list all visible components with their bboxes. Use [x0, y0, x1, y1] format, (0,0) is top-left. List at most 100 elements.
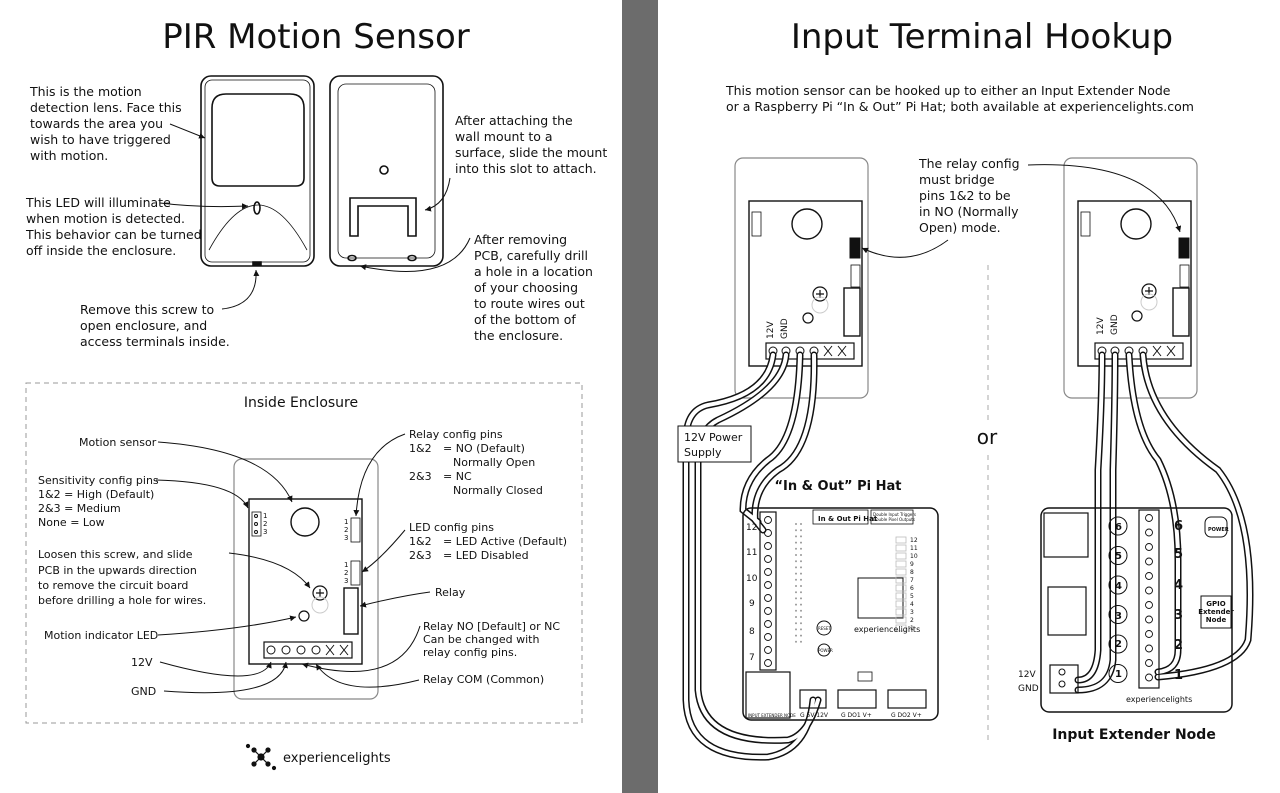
terminal-screw — [1145, 572, 1153, 580]
svg-text:the enclosure.: the enclosure. — [474, 328, 563, 343]
svg-text:1&2 = High (Default): 1&2 = High (Default) — [38, 488, 154, 501]
svg-text:This is the motion: This is the motion — [29, 84, 142, 99]
gpio-pin — [800, 529, 802, 532]
gpio-pin — [795, 628, 797, 631]
gpio-pin — [800, 578, 802, 581]
terminal-screw — [1145, 644, 1153, 653]
svg-text:5: 5 — [910, 593, 914, 600]
svg-text:to route wires out: to route wires out — [474, 296, 585, 311]
svg-text:4: 4 — [1174, 578, 1183, 593]
relay-label: Relay — [435, 586, 466, 599]
input-pad — [1108, 664, 1128, 683]
relay-com-label: Relay COM (Common) — [423, 673, 544, 686]
svg-text:2: 2 — [1174, 638, 1183, 653]
extender-left-pads — [1108, 516, 1128, 683]
svg-text:8: 8 — [910, 569, 914, 576]
relay-config-callout: Relay config pins 1&2 = NO (Default) Nor… — [409, 428, 543, 497]
svg-text:3: 3 — [910, 609, 914, 616]
svg-text:12V Power: 12V Power — [684, 431, 743, 444]
svg-text:Sensitivity config pins: Sensitivity config pins — [38, 474, 159, 487]
gpio-pin — [800, 566, 802, 569]
svg-text:LED config pins: LED config pins — [409, 521, 494, 534]
svg-text:detection lens. Face this: detection lens. Face this — [30, 100, 182, 115]
svg-text:2: 2 — [263, 520, 267, 528]
svg-text:2: 2 — [344, 526, 348, 534]
pihat-brand: experiencelights — [854, 625, 920, 634]
terminal-screw — [1145, 514, 1153, 522]
pihat-reset: RESET — [818, 626, 831, 631]
terminal-screw — [1145, 615, 1153, 624]
extender-board — [1040, 507, 1233, 713]
mount-callout: After attaching the wall mount to a surf… — [455, 113, 607, 176]
svg-text:5: 5 — [1174, 547, 1183, 562]
svg-text:6: 6 — [910, 585, 914, 592]
extender-left-numbers: 6 5 4 3 2 1 — [1115, 522, 1122, 680]
terminal-screw — [1145, 630, 1153, 638]
pixel-led — [895, 560, 907, 568]
gpio-pin — [800, 640, 802, 643]
svg-text:3: 3 — [263, 528, 267, 536]
svg-text:12V: 12V — [1096, 317, 1106, 335]
pihat-bottom-left: INPUT EXTENDER NODE — [748, 713, 796, 718]
inside-heading: Inside Enclosure — [244, 395, 358, 411]
pixel-led — [895, 616, 907, 624]
svg-text:This behavior can be turned: This behavior can be turned — [25, 227, 202, 242]
gpio-pin — [800, 585, 802, 587]
pihat-board-subtitle-2: Double Pixel Outputs — [873, 517, 915, 522]
gpio-pin — [800, 603, 802, 606]
sensor-pihat — [734, 157, 869, 399]
gpio-pin — [795, 541, 797, 544]
svg-text:Relay config pins: Relay config pins — [409, 428, 503, 441]
svg-text:3: 3 — [1174, 608, 1183, 623]
relay-note-arrow-left — [861, 239, 949, 258]
svg-text:1: 1 — [1174, 668, 1183, 683]
gpio-pin — [795, 603, 797, 606]
gpio-pin — [795, 547, 797, 550]
svg-text:a hole in a location: a hole in a location — [474, 264, 593, 279]
extender-brand: experiencelights — [1126, 695, 1192, 704]
svg-text:GND: GND — [1110, 314, 1120, 335]
svg-text:1&2: 1&2 — [409, 535, 432, 548]
loosen-callout: Loosen this screw, and slide PCB in the … — [38, 548, 206, 607]
screw-arrow — [221, 269, 260, 310]
terminal-screw — [1145, 586, 1153, 595]
gpio-pin — [795, 523, 797, 525]
v12-arrow — [159, 661, 272, 677]
pihat-label: “In & Out” Pi Hat — [775, 479, 902, 494]
pixel-led — [895, 600, 907, 608]
pihat-pwr: G 5V-12V — [800, 712, 829, 719]
svg-text:1: 1 — [344, 518, 348, 526]
svg-text:Relay NO [Default] or NC: Relay NO [Default] or NC — [423, 620, 560, 633]
pir-diagram: PIR Motion Sensor This is the motion det… — [25, 17, 607, 771]
svg-text:1&2: 1&2 — [409, 442, 432, 455]
brand-logo — [245, 743, 277, 771]
svg-text:of the bottom of: of the bottom of — [474, 312, 576, 327]
svg-text:12V: 12V — [766, 321, 776, 339]
pihat-board — [742, 507, 939, 721]
pixel-led — [895, 552, 907, 560]
loosen-arrow — [228, 552, 311, 589]
input-pad — [1108, 575, 1128, 595]
svg-text:Open) mode.: Open) mode. — [919, 220, 1001, 235]
or-bg — [970, 422, 1006, 452]
svg-text:10: 10 — [746, 574, 758, 584]
sensitivity-arrow — [155, 479, 249, 509]
svg-text:3: 3 — [344, 534, 348, 542]
svg-text:4: 4 — [1115, 581, 1122, 592]
extender-wires — [1074, 351, 1254, 694]
svg-text:This motion sensor can be hook: This motion sensor can be hooked up to e… — [725, 83, 1171, 98]
svg-text:PCB, carefully drill: PCB, carefully drill — [474, 248, 588, 263]
svg-text:12: 12 — [746, 523, 757, 533]
gpio-pin — [795, 529, 797, 532]
svg-text:to remove the circuit board: to remove the circuit board — [38, 579, 188, 592]
gpio-pin — [800, 572, 802, 575]
extender-right-numbers: 6 5 4 3 2 1 — [1174, 519, 1183, 683]
pihat-gpio-dots — [795, 523, 802, 643]
terminal-screw — [1145, 673, 1153, 682]
svg-text:5: 5 — [1115, 551, 1122, 562]
inside-pin-labels: 123 123 123 — [263, 512, 348, 585]
svg-text:GPIO: GPIO — [1206, 600, 1225, 608]
input-pad — [1108, 634, 1128, 654]
svg-text:Extender: Extender — [1198, 608, 1234, 616]
svg-text:into this slot to attach.: into this slot to attach. — [455, 161, 597, 176]
